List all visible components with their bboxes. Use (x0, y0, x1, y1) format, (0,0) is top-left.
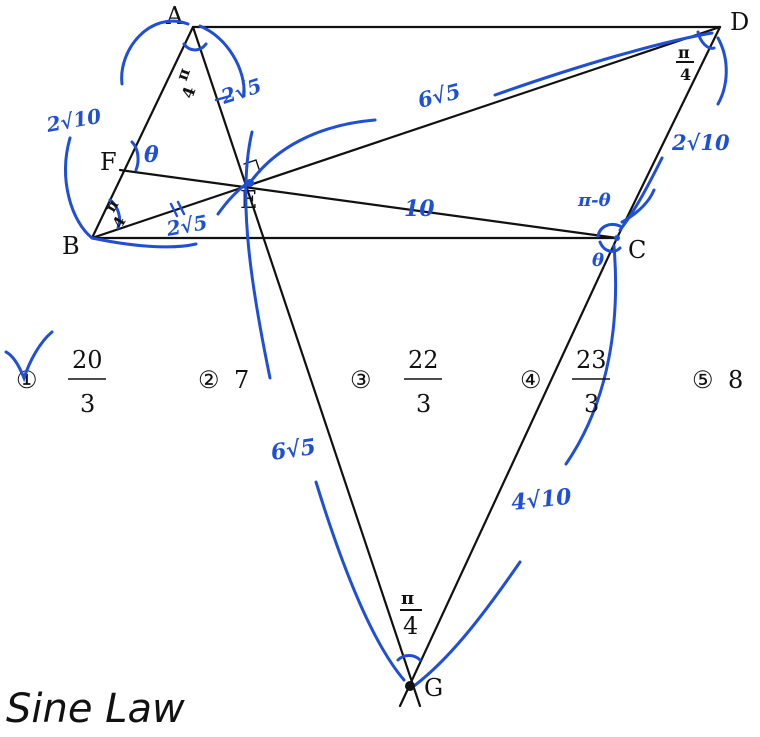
tick-mark-1 (169, 202, 179, 218)
choice-3-num: 22 (408, 346, 439, 374)
label-D: D (730, 8, 749, 36)
choice-3-mark: ③ (350, 366, 372, 394)
label-A: A (165, 2, 184, 30)
arc-CG-lower (412, 560, 522, 688)
label-C: C (628, 236, 646, 264)
angle-arc-G (396, 654, 422, 662)
len-CG: 4√10 (510, 484, 573, 516)
arc-ED-right (493, 31, 714, 97)
arc-CD (716, 36, 728, 106)
choice-2-mark: ② (198, 366, 220, 394)
angle-arc-C-bottom (598, 240, 622, 253)
angle-theta-F: θ (144, 142, 159, 168)
angle-arc-D (696, 30, 716, 50)
angle-G-num: π (401, 588, 414, 609)
point-labels: A D F E B C (62, 2, 749, 264)
choice-1-num: 20 (72, 346, 103, 374)
len-ED: 6√5 (415, 78, 463, 113)
arc-ED-left (250, 118, 377, 182)
tick-mark-2 (176, 200, 186, 216)
angle-arc-B (108, 198, 122, 230)
arc-AE (198, 24, 246, 98)
segment-AB (90, 25, 195, 240)
angle-D-den: 4 (680, 65, 691, 84)
len-BE: 2√5 (164, 210, 210, 241)
answer-choices: ① 20 3 ② 7 ③ 22 3 ④ 23 3 ⑤ 8 (16, 346, 743, 418)
arc-EG-upper (244, 130, 272, 380)
segment-BD (90, 25, 722, 240)
angle-D-label: π 4 (676, 43, 694, 84)
label-B: B (62, 232, 80, 260)
angle-G-den: 4 (403, 612, 418, 640)
angle-A-label: π 4 (172, 65, 199, 101)
choice-2-value: 7 (234, 366, 249, 394)
pen-strokes (64, 19, 728, 688)
checkmark-icon (4, 330, 54, 383)
label-E: E (240, 186, 258, 214)
arc-BE (90, 236, 198, 249)
angle-C-bottom: θ (592, 250, 604, 271)
angle-A-num: π (172, 65, 194, 83)
len-EC: 10 (404, 196, 435, 222)
len-AE: 2√5 (217, 73, 264, 109)
arc-AB-lower (64, 136, 94, 240)
len-CD: 2√10 (671, 130, 730, 155)
arc-CD-lower (618, 156, 664, 232)
angle-arc-F (130, 140, 140, 172)
segment-DC (615, 25, 722, 240)
choice-4-den: 3 (584, 390, 599, 418)
printed-figure (90, 25, 722, 708)
arc-BE-upper (216, 182, 248, 216)
point-G-dot (405, 681, 415, 691)
choice-4-num: 23 (576, 346, 607, 374)
choice-5-value: 8 (728, 366, 743, 394)
arc-AB (120, 19, 190, 86)
point-E-dot (246, 179, 254, 187)
choice-5-mark: ⑤ (692, 366, 714, 394)
angle-D-num: π (678, 43, 690, 62)
tick-mark-AE (214, 94, 232, 102)
arc-C-hook (620, 188, 656, 224)
label-G: G (424, 674, 443, 702)
segment-AG (191, 25, 422, 708)
len-AB: 2√10 (44, 104, 103, 137)
len-EG: 6√5 (269, 434, 317, 466)
angle-arc-C-top (596, 222, 622, 238)
choice-1-den: 3 (80, 390, 95, 418)
choice-3-den: 3 (416, 390, 431, 418)
arc-CG-upper (564, 244, 618, 466)
angle-A-den: 4 (178, 84, 200, 101)
segment-CG (398, 236, 619, 708)
angle-G-label: π 4 (400, 588, 422, 640)
angle-B-label: π 4 (101, 197, 129, 232)
angle-arc-A (182, 42, 208, 52)
note-sine-law: Sine Law (6, 686, 185, 732)
segment-FC (118, 168, 619, 240)
label-F: F (100, 148, 117, 176)
choice-4-mark: ④ (520, 366, 542, 394)
arc-EG-lower (314, 480, 406, 682)
angle-C-top: π-θ (577, 190, 611, 211)
point-C-dot (614, 235, 620, 241)
